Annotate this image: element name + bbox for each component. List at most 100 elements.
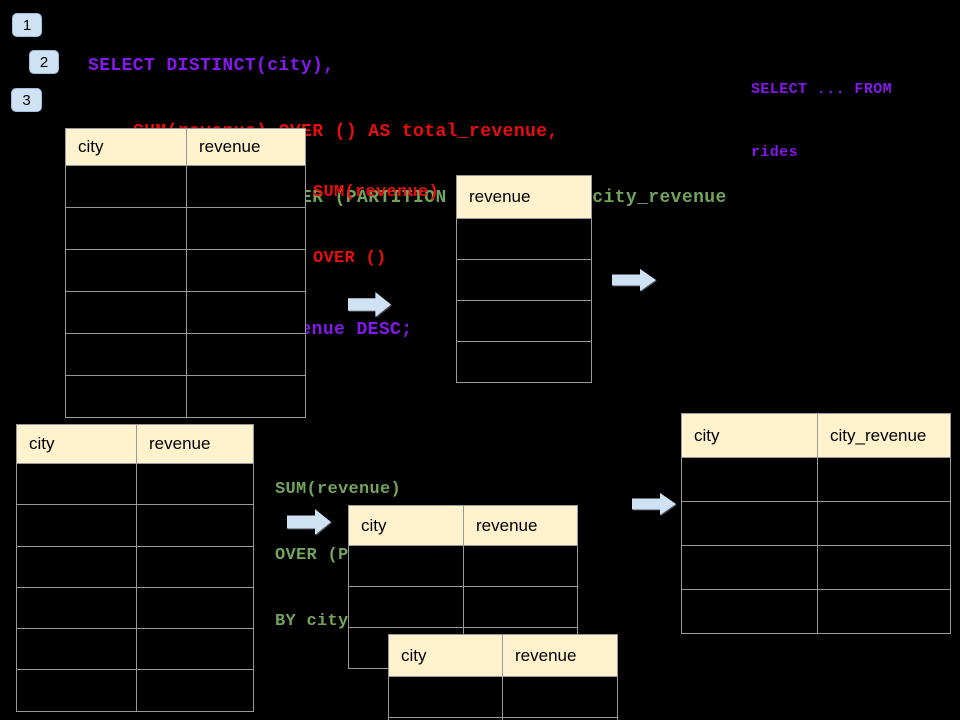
empty-cell [66,166,187,208]
table-row [457,260,592,301]
table-row [17,629,254,671]
empty-cell [137,629,254,671]
empty-cell [457,219,592,260]
column-header-revenue: revenue [187,129,306,166]
step-badge-3: 3 [11,88,42,112]
empty-cell [66,334,187,376]
table-header-row: revenue [457,176,592,219]
table-total-revenue: revenue [456,175,592,383]
empty-cell [187,208,306,250]
empty-cell [137,670,254,712]
table-row [349,546,578,587]
step-badge-2: 2 [29,50,59,74]
table-row [17,505,254,547]
empty-cell [682,546,818,590]
table-header-row: city city_revenue [682,414,951,458]
table-row [66,166,306,208]
table-city-revenue-result: city city_revenue [681,413,951,634]
empty-cell [17,505,137,547]
empty-cell [187,376,306,418]
context-note-line-1: SELECT ... FROM [751,81,893,98]
table-row [17,464,254,506]
table-row [17,587,254,630]
empty-cell [66,208,187,250]
empty-cell [682,590,818,634]
empty-cell [137,546,254,588]
empty-cell [187,250,306,292]
annotation-total-revenue: SUM(revenue) OVER () [313,138,439,314]
column-header-revenue: revenue [457,176,592,219]
table-header-row: city revenue [66,129,306,166]
table-row [17,546,254,588]
annotation-line: SUM(revenue) [313,183,440,202]
empty-cell [187,334,306,376]
table-row [682,502,951,546]
empty-cell [818,546,951,590]
table-row [389,677,618,718]
arrow-right-icon [612,268,656,292]
empty-cell [349,546,464,587]
step-badge-1: 1 [12,13,42,37]
column-header-city: city [349,506,464,546]
table-row [66,376,306,418]
table-row [682,590,951,634]
sql-context-note: SELECT ... FROM rides [751,37,892,205]
empty-cell [349,587,464,628]
context-note-line-2: rides [751,144,799,161]
table-row [66,250,306,292]
table-row [17,670,254,712]
column-header-city-revenue: city_revenue [818,414,951,458]
empty-cell [682,502,818,546]
column-header-revenue: revenue [464,506,578,546]
empty-cell [17,546,137,588]
table-rides-top: city revenue [65,128,306,418]
table-row [66,292,306,334]
arrow-right-icon [287,509,331,535]
empty-cell [187,292,306,334]
empty-cell [17,629,137,671]
empty-cell [137,464,254,506]
table-row [682,458,951,502]
column-header-city: city [17,425,137,464]
empty-cell [503,718,618,720]
table-row [457,301,592,342]
column-header-revenue: revenue [137,425,254,464]
empty-cell [389,718,503,720]
empty-cell [17,464,137,506]
empty-cell [464,587,578,628]
table-partition-overlay: city revenue [388,634,618,720]
annotation-line: SUM(revenue) [275,480,402,499]
empty-cell [66,376,187,418]
column-header-city: city [682,414,818,458]
empty-cell [137,505,254,547]
annotation-line: OVER () [313,249,387,268]
empty-cell [66,250,187,292]
empty-cell [17,587,137,630]
empty-cell [818,590,951,634]
empty-cell [457,342,592,383]
empty-cell [17,670,137,712]
column-header-city: city [389,635,503,677]
table-row [349,587,578,628]
column-header-revenue: revenue [503,635,618,677]
empty-cell [389,677,503,718]
empty-cell [137,587,254,630]
column-header-city: city [66,129,187,166]
annotation-line: BY city) [275,612,360,631]
table-row [66,208,306,250]
arrow-right-icon [632,492,676,516]
table-row [457,219,592,260]
empty-cell [503,677,618,718]
empty-cell [818,502,951,546]
table-rides-bottom: city revenue [16,424,254,712]
empty-cell [818,458,951,502]
empty-cell [682,458,818,502]
empty-cell [187,166,306,208]
sql-line-select: SELECT DISTINCT(city), [88,56,335,76]
empty-cell [464,546,578,587]
table-row [66,334,306,376]
empty-cell [457,260,592,301]
table-header-row: city revenue [17,425,254,464]
table-header-row: city revenue [389,635,618,677]
